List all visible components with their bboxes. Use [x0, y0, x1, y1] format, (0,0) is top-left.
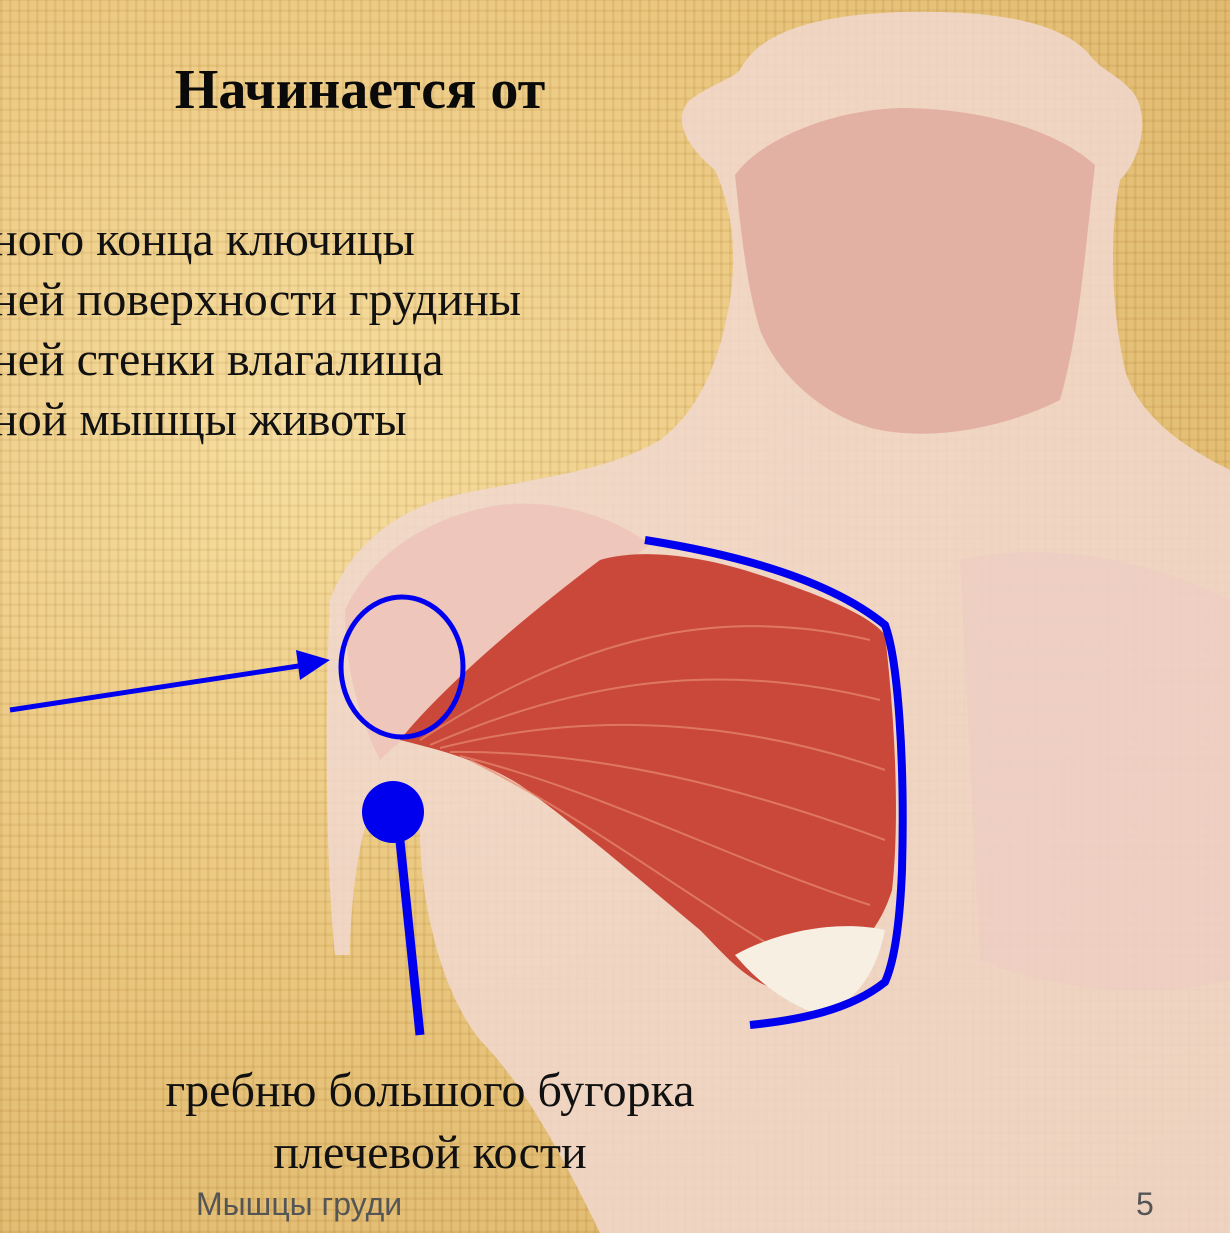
slide-title: Начинается от — [60, 58, 660, 122]
pointer-arrow-head — [296, 650, 330, 680]
origin-line-abdominal-muscle: ной мышцы животы — [0, 390, 521, 450]
right-chest — [960, 552, 1230, 990]
origin-line-clavicle: ного конца ключицы — [0, 210, 521, 270]
insertion-pointer-line — [397, 812, 420, 1035]
slide-footer: Мышцы груди — [196, 1186, 402, 1223]
pointer-arrow-line — [10, 665, 305, 710]
origin-line-sheath: ней стенки влагалища — [0, 330, 521, 390]
origin-line-sternum: ней поверхности грудины — [0, 270, 521, 330]
insertion-line-crest: гребню большого бугорка — [40, 1060, 820, 1122]
insertion-label: гребню большого бугорка плечевой кости — [40, 1060, 820, 1184]
insertion-line-humerus: плечевой кости — [40, 1122, 820, 1184]
origin-list: ного конца ключицы ней поверхности груди… — [0, 210, 521, 450]
insertion-dot — [362, 781, 424, 843]
slide-number: 5 — [1136, 1186, 1154, 1223]
